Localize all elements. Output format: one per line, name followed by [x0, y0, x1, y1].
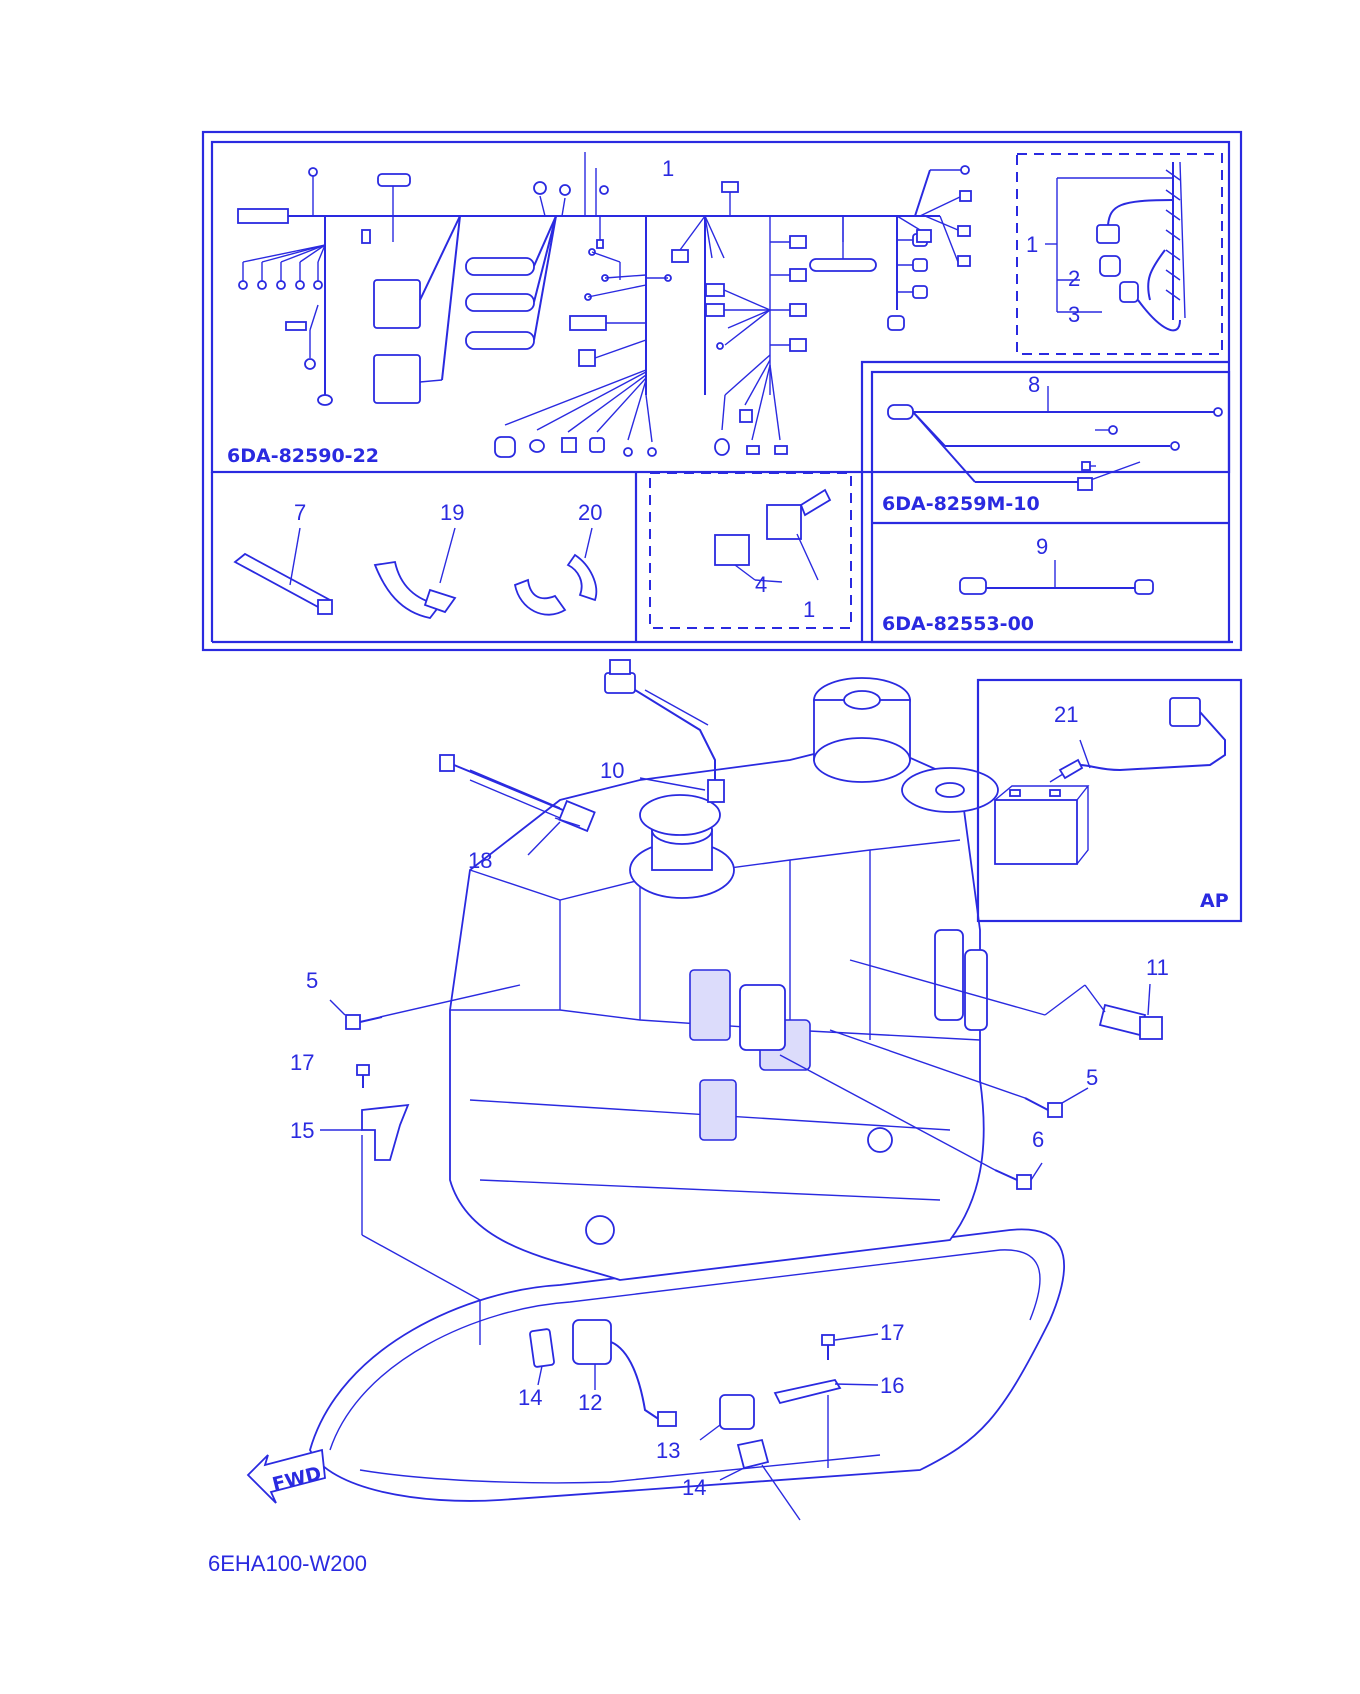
fwd-arrow [246, 1448, 326, 1504]
label-1: 1 [1026, 232, 1038, 257]
label-7: 7 [294, 500, 306, 525]
sub-harness-panel [870, 370, 1231, 644]
connector [887, 404, 914, 420]
connector [1169, 697, 1201, 727]
connector-left [237, 208, 289, 224]
label-21: 21 [1054, 702, 1078, 727]
label-2: 2 [1068, 266, 1080, 291]
label-14: 14 [682, 1475, 706, 1500]
label-4: 4 [755, 572, 767, 597]
accessory-parts [233, 386, 1223, 619]
outer-frame [201, 130, 1243, 652]
bracket [361, 1103, 410, 1161]
label-ap: AP [1200, 890, 1229, 912]
label-6: 6 [1032, 1127, 1044, 1152]
label-14: 14 [518, 1385, 542, 1410]
cable-tie [233, 552, 332, 610]
sensor-connector [604, 672, 636, 694]
bolt [1016, 1174, 1032, 1190]
main-wire-harness [237, 152, 1186, 458]
label-18: 18 [468, 848, 492, 873]
label-10: 10 [600, 758, 624, 783]
detail-box-dashed [1016, 153, 1223, 355]
sub-panel-border [860, 360, 1229, 642]
label-11: 11 [1146, 955, 1169, 980]
label-8: 8 [1028, 372, 1040, 397]
fuse-block [373, 354, 421, 404]
fuse-block [373, 279, 421, 329]
pressure-sensor [1098, 1003, 1147, 1037]
labels: 6DA-82590-22 6DA-8259M-10 6DA-82553-00 6… [208, 156, 1229, 1576]
code-sub-harness: 6DA-8259M-10 [882, 493, 1040, 515]
label-9: 9 [1036, 534, 1048, 559]
bottom-cowling [309, 1228, 1065, 1502]
label-5: 5 [306, 968, 318, 993]
drawing-id: 6EHA100-W200 [208, 1551, 367, 1576]
lead-terminal [959, 577, 987, 595]
code-main-harness: 6DA-82590-22 [227, 445, 379, 467]
grommet [513, 578, 567, 616]
label-16: 16 [880, 1373, 904, 1398]
bolt [345, 1014, 361, 1030]
engine-assembly [309, 677, 1065, 1502]
label-3: 3 [1068, 302, 1080, 327]
label-17: 17 [880, 1320, 904, 1345]
battery [994, 799, 1078, 865]
plate [773, 1378, 842, 1405]
ap-panel [976, 678, 1243, 923]
connector-box-dashed [649, 472, 852, 629]
lower-parts [246, 659, 1243, 1521]
gasket [529, 1328, 555, 1368]
gasket [736, 1438, 770, 1470]
label-19: 19 [440, 500, 464, 525]
connector-cap [714, 534, 750, 566]
switch [719, 1394, 755, 1430]
connector-plug [766, 504, 802, 540]
connector [377, 173, 411, 187]
label-1: 1 [803, 597, 815, 622]
label-20: 20 [578, 500, 602, 525]
switch [572, 1319, 612, 1365]
label-5: 5 [1086, 1065, 1098, 1090]
clamp [373, 560, 442, 619]
upper-frame [201, 130, 1243, 652]
label-1: 1 [662, 156, 674, 181]
bolt [1047, 1102, 1063, 1118]
code-lead: 6DA-82553-00 [882, 613, 1034, 635]
label-15: 15 [290, 1118, 314, 1143]
label-12: 12 [578, 1390, 602, 1415]
label-13: 13 [656, 1438, 680, 1463]
label-17: 17 [290, 1050, 314, 1075]
